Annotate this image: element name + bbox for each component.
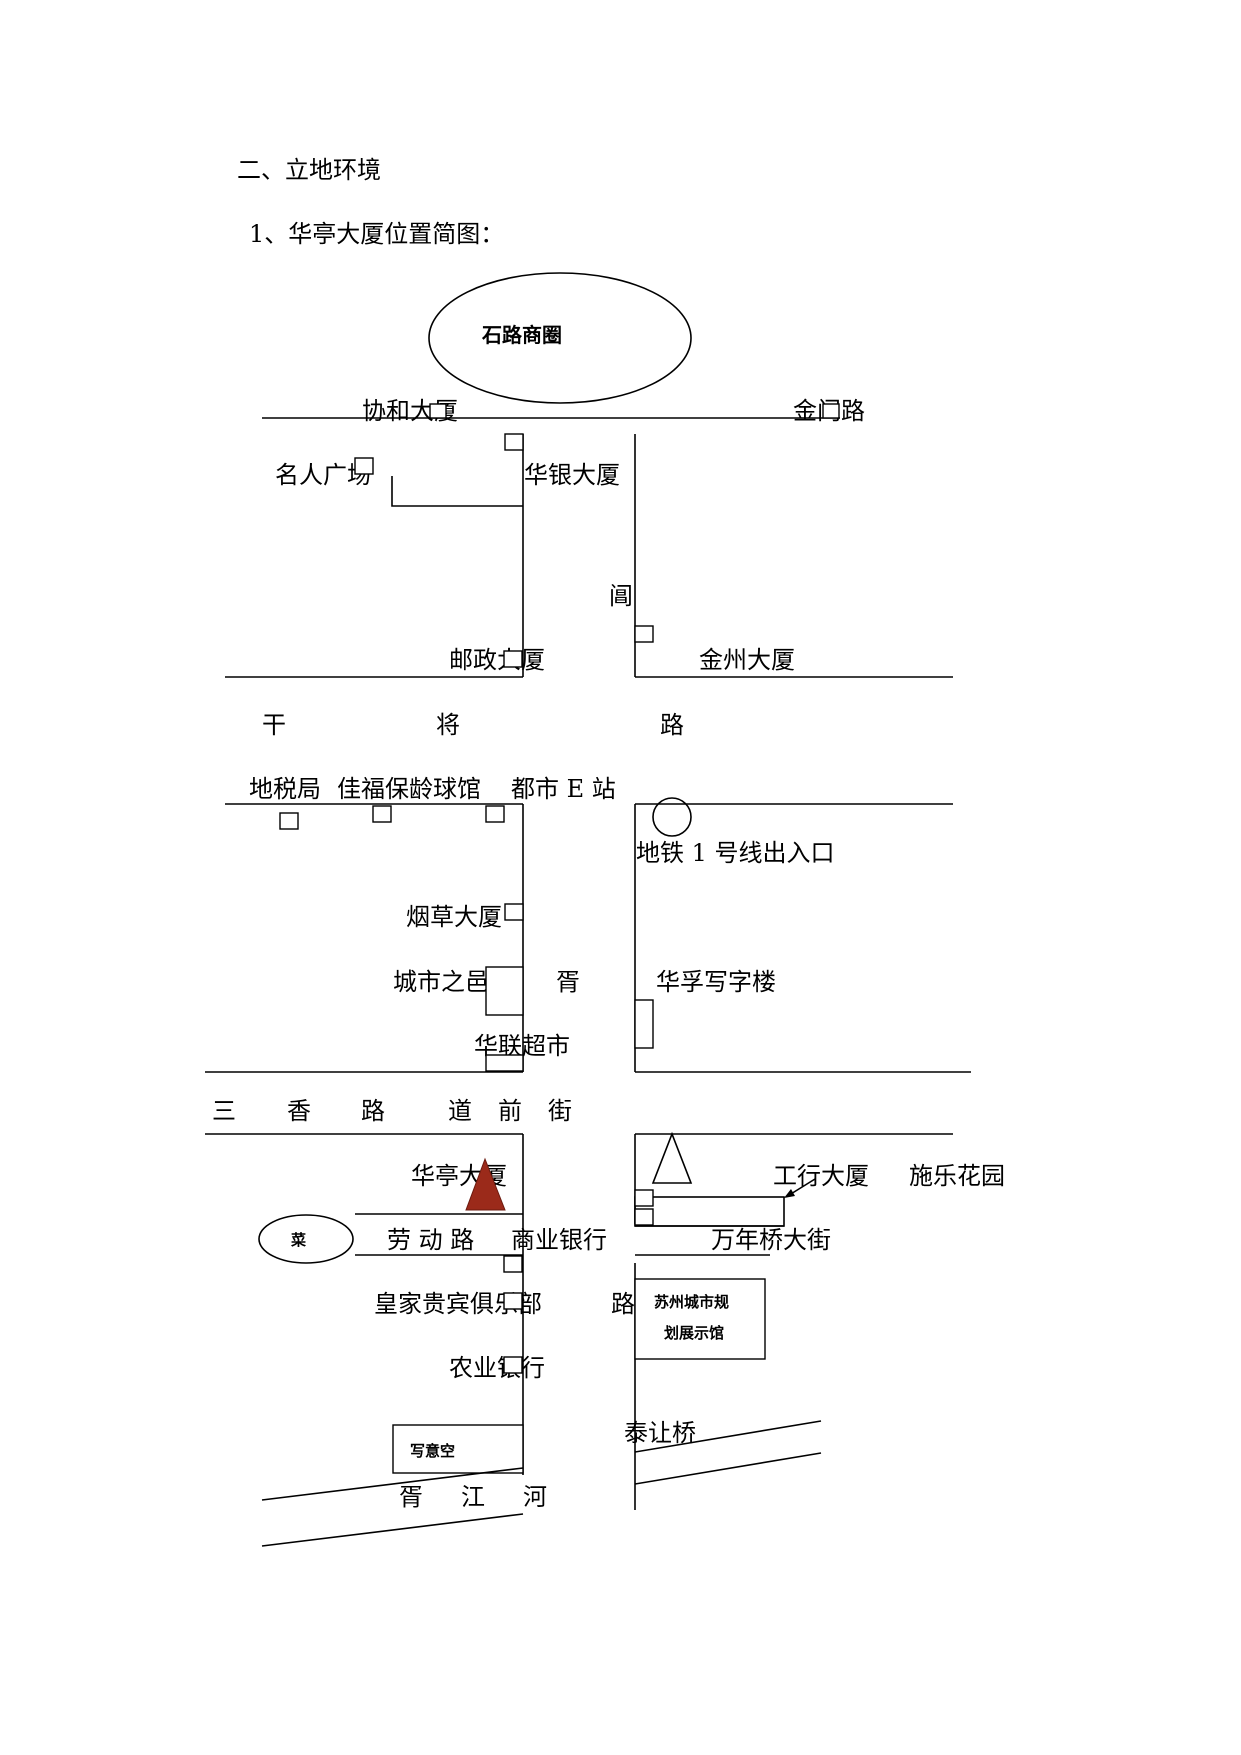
tairang-bridge-lower-line	[634, 1452, 822, 1485]
commercial-bank-marker	[503, 1255, 523, 1273]
cai-area-ellipse	[258, 1214, 354, 1264]
xujiang-river-char-3: 河	[523, 1483, 547, 1511]
chang-road-label: 阊	[609, 582, 633, 610]
jiafu-bowling-marker	[372, 805, 392, 823]
shilu-district-label: 石路商圈	[481, 323, 562, 347]
youzheng-building-marker	[503, 650, 523, 668]
sanxiang-road-char-2: 香	[287, 1097, 311, 1125]
gonghang-small-marker-2	[634, 1208, 654, 1226]
lu-road-label: 路	[611, 1290, 635, 1318]
jinzhou-building-label: 金州大厦	[699, 646, 795, 674]
youzheng-building-label: 邮政大厦	[449, 646, 545, 674]
agricultural-bank-marker	[503, 1356, 523, 1374]
mingren-block-outline	[391, 476, 523, 507]
huayin-building-label: 华银大厦	[524, 461, 620, 489]
hualian-supermarket-marker	[485, 1054, 524, 1072]
gonghang-triangle-marker	[651, 1131, 693, 1184]
daoqian-street-char-3: 街	[548, 1097, 572, 1125]
chengshizhiyi-marker	[485, 966, 524, 1016]
xujiang-river-char-2: 江	[461, 1483, 485, 1511]
daoqian-street-char-2: 前	[498, 1097, 522, 1125]
yancao-building-marker	[504, 903, 524, 921]
ganjiang-road-char-2: 将	[436, 711, 460, 739]
xieyishi-box	[392, 1424, 524, 1474]
chengshizhiyi-label: 城市之邑	[393, 968, 489, 996]
wanniangiao-street-label: 万年桥大街	[711, 1226, 831, 1254]
daoqian-street-char-1: 道	[448, 1097, 472, 1125]
xieyishi-label: 写意空	[410, 1442, 455, 1460]
dishui-bureau-label: 地税局	[249, 775, 321, 803]
xujiang-river-upper-bank	[261, 1467, 524, 1501]
metro-entrance-marker	[652, 797, 692, 837]
huafu-office-label: 华孚写字楼	[656, 968, 776, 996]
subsection-heading: 1、华亭大厦位置简图：	[249, 220, 505, 248]
planning-exhibition-hall-line1: 苏州城市规	[654, 1293, 729, 1311]
gonghang-building-label: 工行大厦	[773, 1162, 869, 1190]
cai-area-label: 菜	[290, 1231, 306, 1249]
gonghang-small-marker-1	[634, 1189, 654, 1207]
agricultural-bank-label: 农业银行	[449, 1354, 545, 1382]
tairang-bridge-label: 泰让桥	[624, 1419, 696, 1447]
mingren-plaza-marker	[354, 457, 374, 475]
metro-entrance-label: 地铁 1 号线出入口	[636, 839, 835, 867]
xujiang-river-char-1: 胥	[399, 1483, 423, 1511]
huating-building-target-marker	[465, 1157, 506, 1211]
jinzhou-building-marker	[634, 625, 654, 643]
section-heading: 二、立地环境	[237, 156, 381, 184]
sanxiang-road-char-3: 路	[361, 1097, 385, 1125]
dushi-e-station-label: 都市 E 站	[511, 775, 616, 803]
xujiang-river-lower-bank	[261, 1513, 524, 1547]
shilu-district-ellipse	[428, 272, 692, 404]
gonghang-building-outline	[634, 1196, 785, 1227]
jinmen-marker	[822, 403, 840, 419]
planning-exhibition-hall-line2: 划展示馆	[664, 1324, 724, 1342]
dishui-bureau-marker	[279, 812, 299, 830]
commercial-bank-label: 商业银行	[511, 1226, 607, 1254]
huayin-building-marker	[504, 433, 524, 451]
tairang-bridge-upper-line	[634, 1420, 822, 1453]
laodong-road-label: 劳 动 路	[387, 1226, 474, 1254]
shile-garden-label: 施乐花园	[909, 1162, 1005, 1190]
yancao-building-label: 烟草大厦	[406, 903, 502, 931]
ganjiang-road-char-1: 干	[262, 711, 286, 739]
planning-exhibition-hall-box	[634, 1278, 766, 1360]
ganjiang-road-char-3: 路	[660, 711, 684, 739]
royal-vip-club-marker	[503, 1292, 523, 1310]
jiafu-bowling-label: 佳福保龄球馆	[337, 775, 481, 803]
dushi-e-station-marker	[485, 805, 505, 823]
xiehe-building-marker	[429, 403, 447, 419]
huafu-office-marker	[634, 999, 654, 1049]
xu-road-label: 胥	[556, 968, 580, 996]
gonghang-pointer-arrowhead	[784, 1189, 795, 1198]
sanxiang-road-char-1: 三	[212, 1097, 236, 1125]
